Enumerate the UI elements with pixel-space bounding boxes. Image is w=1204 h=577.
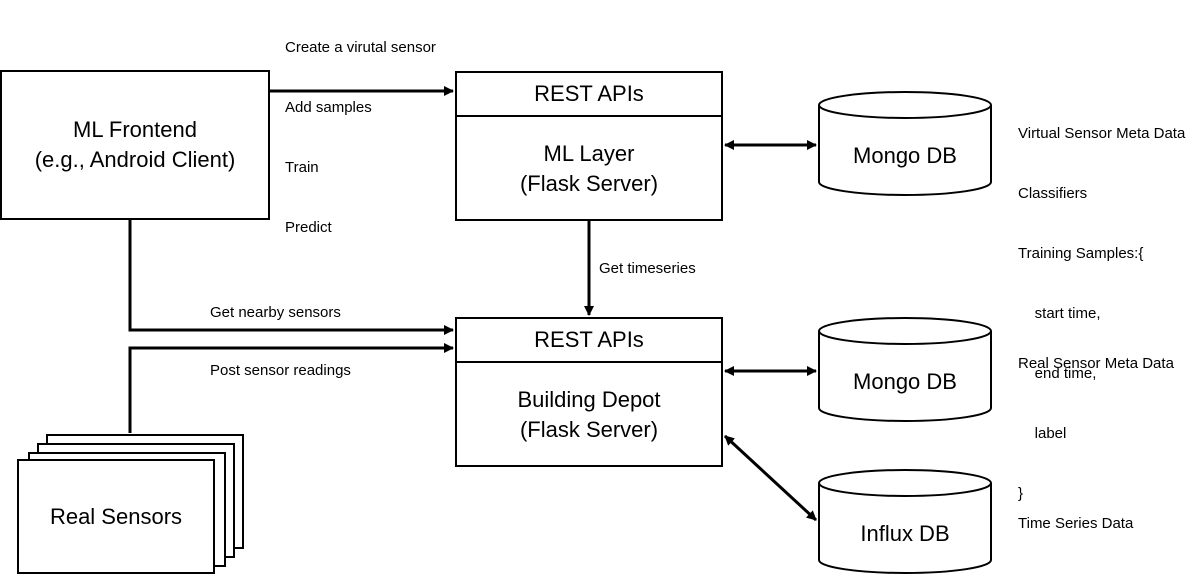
- building-depot-rest-header: REST APIs: [457, 319, 721, 363]
- ml-frontend-title: ML Frontend: [73, 117, 197, 142]
- note-line: Classifiers: [1018, 185, 1088, 202]
- real-sensors-label: Real Sensors: [49, 503, 183, 529]
- note-line: label: [1018, 425, 1067, 442]
- edge-label-train: Train: [285, 159, 319, 176]
- edge-label-create: Create a virutal sensor: [285, 39, 436, 56]
- mongo-db-bottom-label: Mongo DB: [853, 369, 957, 394]
- ml-layer-rest-label: REST APIs: [534, 81, 644, 106]
- influx-db-cylinder: [818, 469, 992, 574]
- edge-label-post-sensor-readings: Post sensor readings: [210, 362, 351, 379]
- note-real-sensor-meta: Real Sensor Meta Data: [1018, 355, 1174, 372]
- ml-layer-box: REST APIs ML Layer (Flask Server): [455, 71, 723, 221]
- note-line: }: [1018, 485, 1024, 502]
- arrow-building-depot-influx: [723, 434, 818, 522]
- ml-layer-subtitle: (Flask Server): [519, 171, 659, 196]
- arrow-real-sensors-to-building-depot: [128, 343, 454, 433]
- ml-layer-title: ML Layer: [543, 141, 635, 166]
- edge-label-frontend-ops: Create a virutal sensor Add samples Trai…: [285, 0, 436, 258]
- note-time-series-data: Time Series Data: [1018, 515, 1134, 532]
- influx-db-label: Influx DB: [860, 521, 950, 546]
- note-line: Training Samples:{: [1018, 245, 1144, 262]
- ml-frontend-subtitle: (e.g., Android Client): [34, 147, 236, 172]
- building-depot-subtitle: (Flask Server): [519, 417, 659, 442]
- edge-label-get-timeseries: Get timeseries: [599, 260, 696, 277]
- mongo-db-top-cylinder: [818, 91, 992, 196]
- note-line: end time,: [1018, 365, 1097, 382]
- mongo-db-bottom-cylinder: [818, 317, 992, 422]
- note-line: start time,: [1018, 305, 1101, 322]
- ml-frontend-box: ML Frontend (e.g., Android Client): [0, 70, 270, 220]
- ml-layer-rest-header: REST APIs: [457, 73, 721, 117]
- building-depot-rest-label: REST APIs: [534, 327, 644, 352]
- note-virtual-sensor-meta: Virtual Sensor Meta Data Classifiers Tra…: [1018, 84, 1185, 524]
- edge-label-predict: Predict: [285, 219, 332, 236]
- edge-label-add-samples: Add samples: [285, 99, 372, 116]
- building-depot-box: REST APIs Building Depot (Flask Server): [455, 317, 723, 467]
- edge-label-get-nearby-sensors: Get nearby sensors: [210, 304, 341, 321]
- mongo-db-top-label: Mongo DB: [853, 143, 957, 168]
- note-line: Virtual Sensor Meta Data: [1018, 125, 1186, 142]
- arrow-frontend-to-building-depot: [128, 220, 454, 335]
- building-depot-title: Building Depot: [517, 387, 661, 412]
- real-sensors-box: Real Sensors: [17, 459, 215, 574]
